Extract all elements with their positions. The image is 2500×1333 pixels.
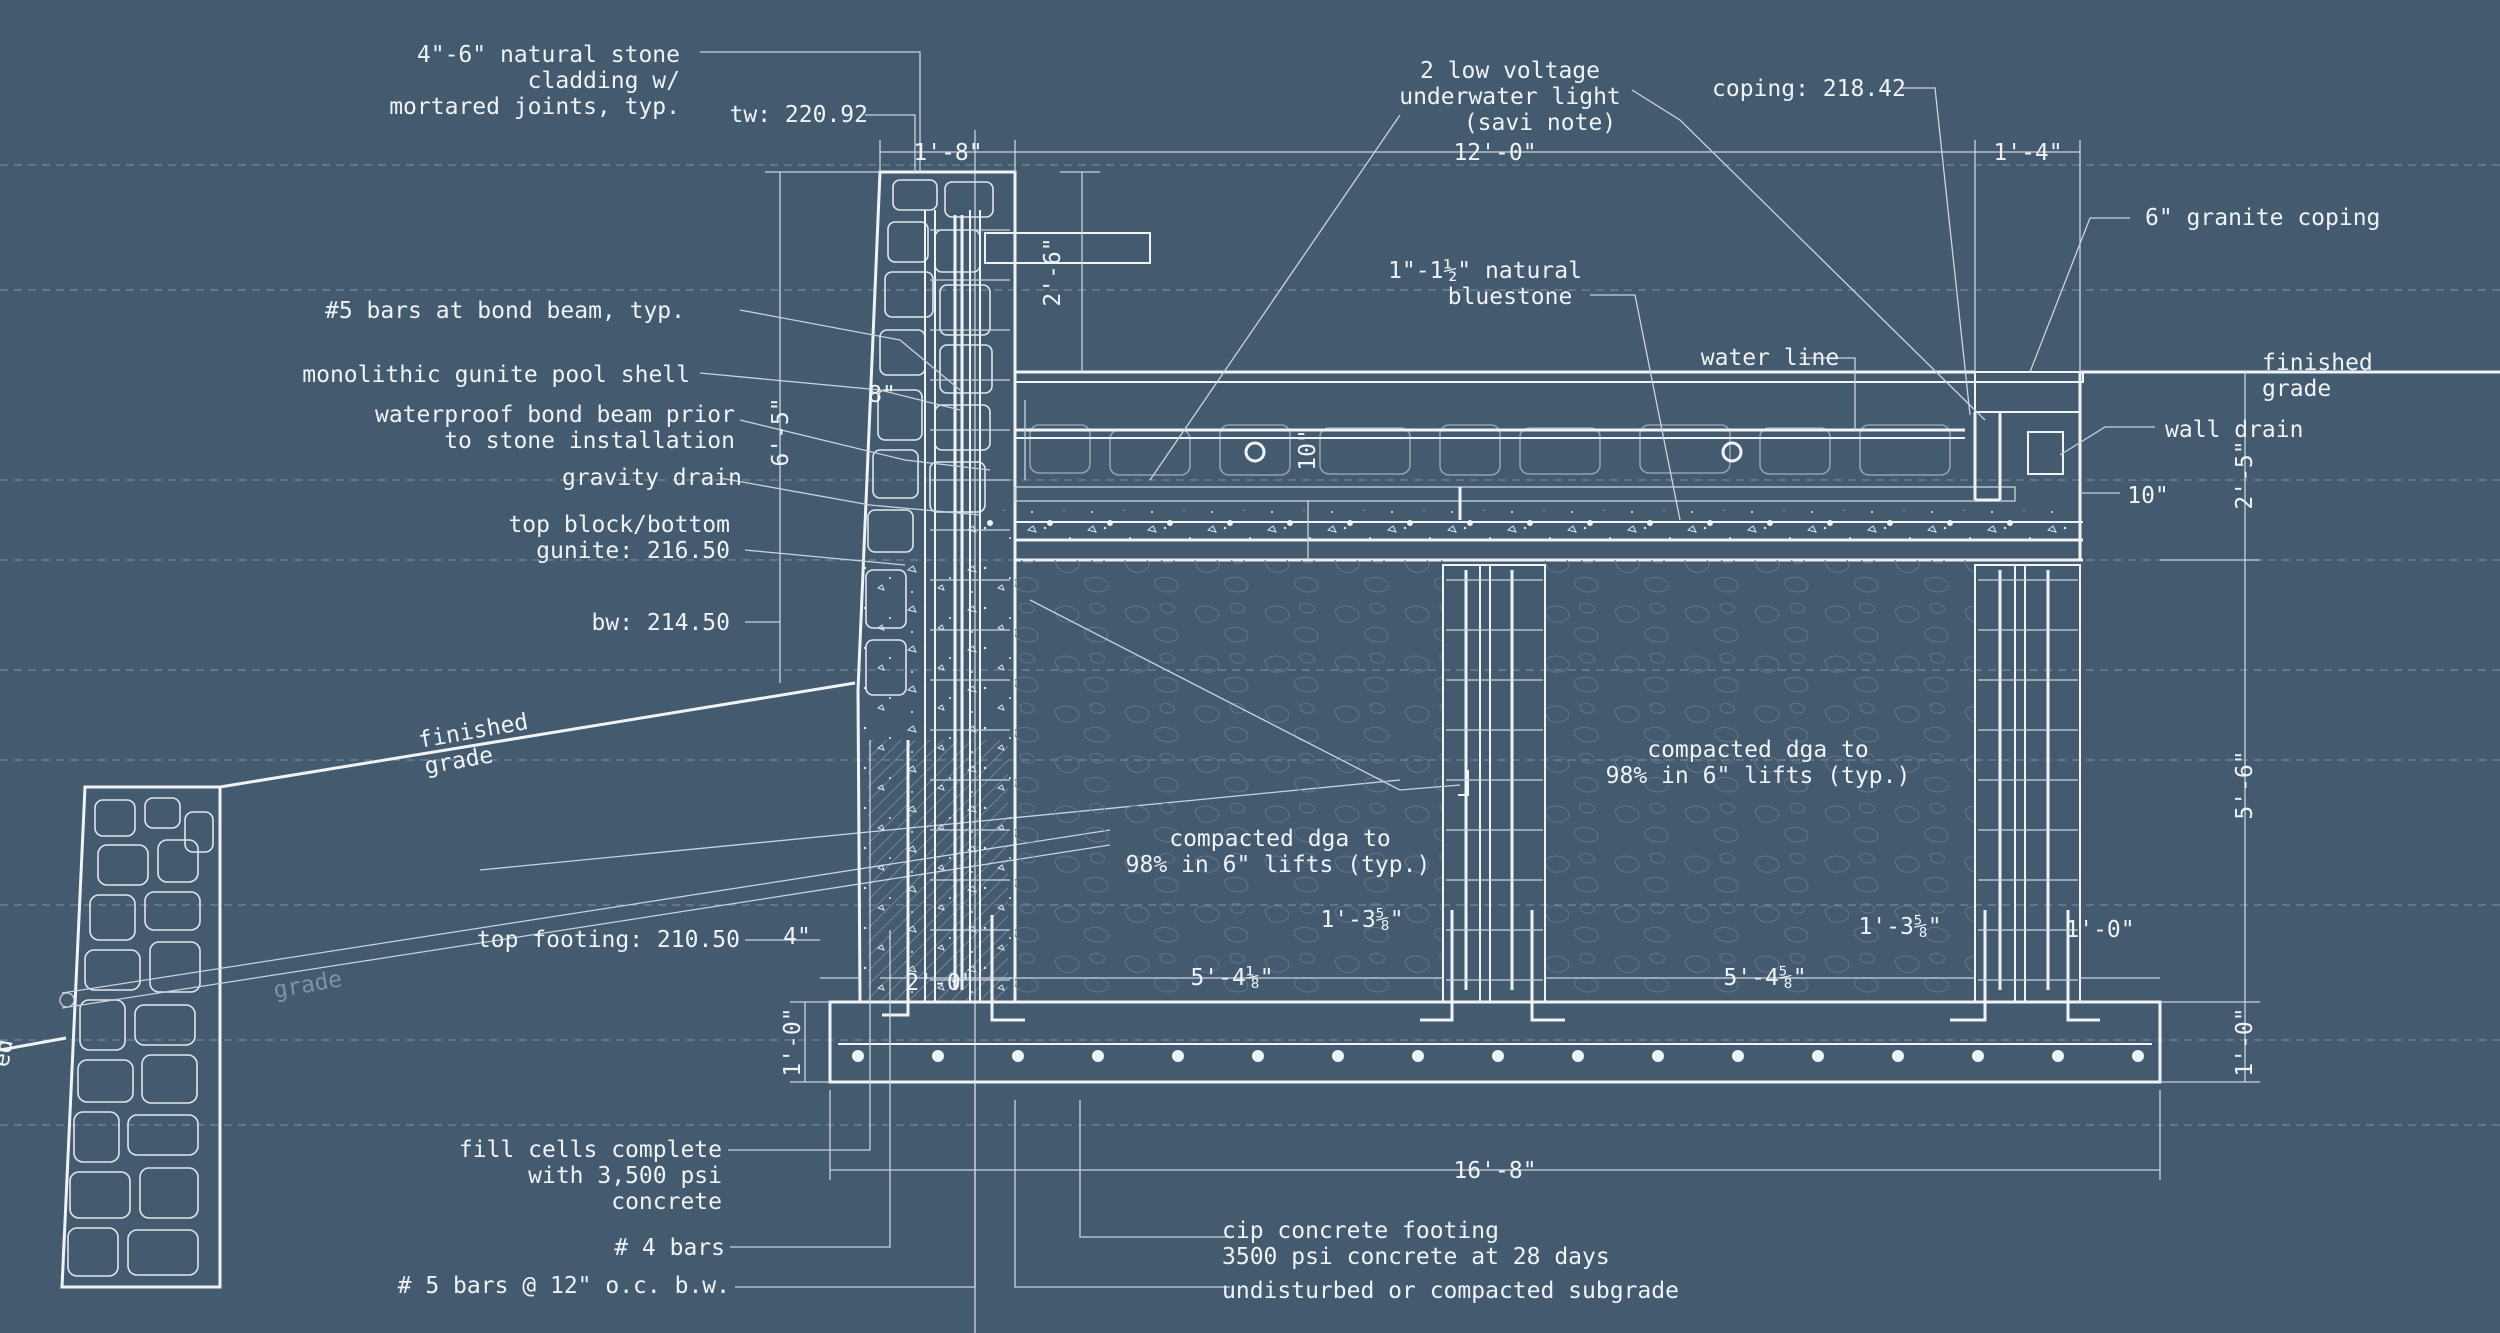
bluestone-label-2: bluestone [1448, 284, 1573, 310]
light-label-3: (savi note) [1464, 110, 1616, 136]
fill-cells-label-1: fill cells complete [459, 1137, 722, 1163]
left-edge-text: ed [0, 1037, 19, 1069]
dim-2-0: 2'-0" [905, 970, 974, 996]
waterproof-label-1: waterproof bond beam prior [375, 402, 735, 428]
gravel-fill-left [1015, 560, 1443, 1002]
right-block-wall [1950, 564, 2100, 1022]
finished-grade-right-2: grade [2262, 376, 2331, 402]
subgrade-label: undisturbed or compacted subgrade [1222, 1278, 1679, 1304]
fill-cells-label-3: concrete [611, 1189, 722, 1215]
gravel-fill-right [1545, 560, 1975, 1002]
middle-block-wall [1420, 564, 1565, 1022]
top-footing-label: top footing: 210.50 [477, 927, 740, 953]
dim-16-8: 16'-8" [1453, 1158, 1536, 1184]
bond-beam-bars-label: #5 bars at bond beam, typ. [325, 298, 685, 324]
fill-cells-label-2: with 3,500 psi [528, 1163, 722, 1189]
wall-drain-label: wall drain [2165, 417, 2303, 443]
bars-4-label: # 4 bars [614, 1235, 725, 1261]
dim-1-0-right: 1'-0" [2232, 1007, 2258, 1076]
dim-4: 4" [783, 924, 811, 950]
cip-footing-label-2: 3500 psi concrete at 28 days [1222, 1244, 1610, 1270]
light-label-2: underwater light [1399, 84, 1621, 110]
dim-2-6: 2'-6" [1040, 237, 1066, 306]
faint-grade-text: grade [272, 966, 345, 1004]
dim-10-right: 10" [2127, 483, 2169, 509]
dim-10-pool: 10" [1295, 429, 1321, 471]
top-block-label-1: top block/bottom [508, 512, 730, 538]
dim-1-8: 1'-8" [913, 140, 982, 166]
dga-right-label-1: compacted dga to [1647, 737, 1869, 763]
bluestone-label-1: 1"-1½" natural [1388, 258, 1582, 284]
waterproof-label-2: to stone installation [444, 428, 735, 454]
dga-center-label-1: compacted dga to [1169, 826, 1391, 852]
gravity-drain-label: gravity drain [562, 465, 742, 491]
dim-5-6: 5'-6" [2232, 750, 2258, 819]
water-line-label: water line [1701, 345, 1839, 371]
stone-cladding-3: mortared joints, typ. [389, 94, 680, 120]
dim-5-4-left: 5'-4⅛" [1190, 965, 1273, 991]
dim-2-5: 2'-5" [2232, 440, 2258, 509]
dim-6-5: 6'-5" [768, 397, 794, 466]
top-block-label-2: gunite: 216.50 [536, 538, 730, 564]
tw-elevation: tw: 220.92 [730, 102, 868, 128]
bw-elevation: bw: 214.50 [592, 610, 730, 636]
cip-footing-label-1: cip concrete footing [1222, 1218, 1499, 1244]
dim-1-0-left: 1'-0" [780, 1007, 806, 1076]
dimension-lines [765, 140, 2260, 1180]
finished-grade-right-1: finished [2262, 350, 2373, 376]
dim-8: 8" [868, 382, 896, 408]
dim-1-3-right: 1'-3⅝" [1858, 914, 1941, 940]
dim-1-3-left: 1'-3⅝" [1320, 907, 1403, 933]
concrete-footing [828, 1000, 2162, 1084]
stone-cladding-1: 4"-6" natural stone [417, 42, 680, 68]
stone-cladding-2: cladding w/ [528, 68, 680, 94]
coping-elevation: coping: 218.42 [1712, 76, 1906, 102]
bars-5-label: # 5 bars @ 12" o.c. b.w. [398, 1273, 730, 1299]
granite-coping-label: 6" granite coping [2145, 205, 2380, 231]
light-label-1: 2 low voltage [1420, 58, 1600, 84]
dim-1-0-horiz: 1'-0" [2065, 917, 2134, 943]
dim-12-0: 12'-0" [1453, 140, 1536, 166]
dim-5-4-right: 5'-4⅝" [1723, 965, 1806, 991]
dga-right-label-2: 98% in 6" lifts (typ.) [1606, 763, 1911, 789]
dim-1-4: 1'-4" [1993, 140, 2062, 166]
gunite-shell-label: monolithic gunite pool shell [302, 362, 690, 388]
dga-center-label-2: 98% in 6" lifts (typ.) [1126, 852, 1431, 878]
leader-lines [699, 51, 2155, 1288]
